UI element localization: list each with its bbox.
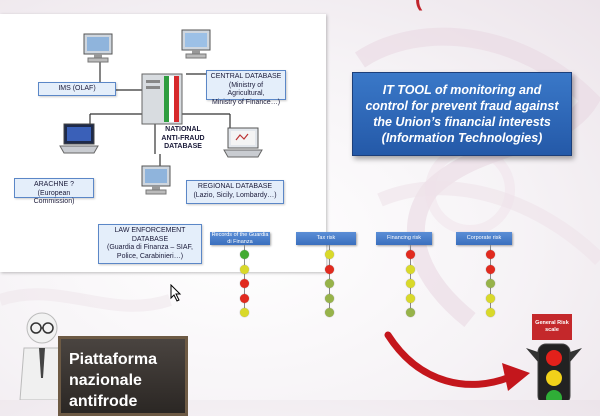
risk-column-label: Corporate risk (456, 232, 512, 245)
risk-indicator-dot (406, 250, 415, 259)
risk-indicator-dot (486, 264, 495, 274)
server-icon (141, 73, 183, 125)
chalkboard: Piattaforma nazionale antifrode (58, 336, 188, 416)
risk-column-label: Records of the Guardia di Finanza (210, 232, 270, 245)
risk-indicator-dot (486, 279, 495, 288)
risk-indicator-dot (325, 250, 334, 259)
database-network-diagram: IMS (OLAF) NATIONAL ANTI-FRAUD DATABASE … (0, 14, 326, 272)
national-anti-fraud-database-label: NATIONAL ANTI-FRAUD DATABASE (161, 126, 205, 150)
desktop-computer-icon (141, 165, 171, 195)
risk-indicator-dot (240, 279, 249, 288)
risk-indicator-dot (240, 264, 249, 274)
traffic-light-icon (526, 343, 582, 400)
law-enforcement-database-box: LAW ENFORCEMENT DATABASE (Guardia di Fin… (98, 224, 202, 264)
laptop-icon (59, 123, 99, 154)
presenter-figure-icon (19, 312, 72, 400)
ims-olaf-box: IMS (OLAF) (38, 82, 116, 96)
central-database-box: CENTRAL DATABASE (Ministry of Agricultur… (206, 70, 286, 106)
risk-indicator-dot (406, 264, 415, 274)
risk-indicator-dot (325, 264, 334, 274)
it-tool-description-box: IT TOOL of monitoring and control for pr… (352, 72, 572, 156)
risk-indicator-dot (486, 293, 495, 303)
regional-database-box: REGIONAL DATABASE (Lazio, Sicily, Lombar… (186, 180, 284, 204)
risk-indicator-dot (406, 308, 415, 317)
risk-indicator-dot (325, 308, 334, 317)
risk-column-label: Tax risk (296, 232, 356, 245)
desktop-computer-icon (83, 33, 113, 63)
risk-indicator-dot (240, 293, 249, 303)
risk-indicator-dot (486, 250, 495, 259)
risk-indicator-dot (325, 293, 334, 303)
mouse-cursor-icon (170, 284, 182, 302)
risk-column-label: Financing risk (376, 232, 432, 245)
desktop-computer-icon (181, 29, 211, 59)
risk-indicator-dot (240, 250, 249, 259)
risk-indicator-dot (406, 293, 415, 303)
title-fragment: ( (415, 0, 422, 12)
risk-indicator-dot (325, 279, 334, 288)
arachne-box: ARACHNE ? (European Commission) (14, 178, 94, 205)
risk-indicator-dot (486, 308, 495, 317)
red-arrow-icon (384, 331, 530, 391)
laptop-icon (223, 127, 263, 158)
risk-indicator-dot (406, 279, 415, 288)
risk-indicator-dot (240, 308, 249, 317)
